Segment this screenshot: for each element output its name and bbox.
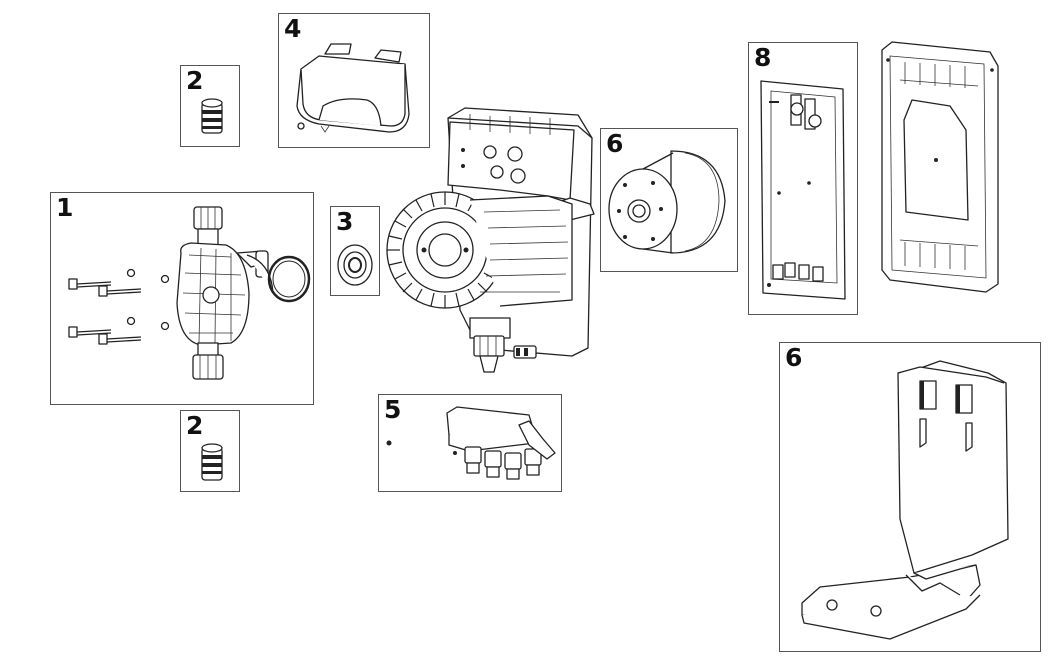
bolt [68, 278, 112, 290]
bolt [98, 333, 142, 345]
part-number-label: 8 [754, 43, 772, 72]
diaphragm-illustration [337, 244, 373, 286]
valve-cartridge-illustration [201, 98, 223, 134]
panel-circuit-board: 8 [748, 42, 858, 315]
washer [126, 268, 136, 278]
panel-wall-bracket: 5 7 6 [779, 342, 1041, 652]
circuit-board-illustration [760, 80, 846, 300]
top-cover-illustration [296, 43, 410, 133]
part-number-label: 3 [336, 207, 354, 236]
pump-front-finned [386, 191, 573, 309]
cable-gland-block-illustration [386, 406, 556, 480]
washer [160, 321, 170, 331]
wall-bracket-illustration [801, 360, 1009, 640]
part-number-label: 2 [186, 411, 204, 440]
washer [126, 316, 136, 326]
panel-pump-head: 1 [50, 192, 314, 405]
o-ring-inner [272, 260, 306, 298]
pump-bottom-fitting [469, 317, 537, 373]
panel-cable-gland-block: 5 [378, 394, 562, 492]
valve-cartridge-illustration [201, 443, 223, 481]
panel-valve-top: 2 [180, 65, 240, 147]
part-number-label: 4 [284, 14, 302, 43]
bolt [68, 326, 112, 338]
o-ring [267, 255, 311, 303]
panel-valve-bottom: 2 [180, 410, 240, 492]
panel-diaphragm: 3 [330, 206, 380, 296]
pump-head-illustration [68, 206, 311, 380]
part-number-label: 6 [785, 343, 803, 372]
pump-head-body [176, 242, 274, 346]
lower-fitting [192, 342, 224, 380]
panel-solenoid-magnet: 6 [600, 128, 738, 272]
part-number-label: 5 [384, 395, 402, 424]
bolt [98, 285, 142, 297]
part-number-label: 1 [56, 193, 74, 222]
panel-top-cover: 4 [278, 13, 430, 148]
solenoid-magnet-illustration [608, 150, 726, 254]
part-number-label: 2 [186, 66, 204, 95]
upper-fitting [193, 206, 223, 246]
part-number-label: 6 [606, 129, 624, 158]
washer [160, 274, 170, 284]
